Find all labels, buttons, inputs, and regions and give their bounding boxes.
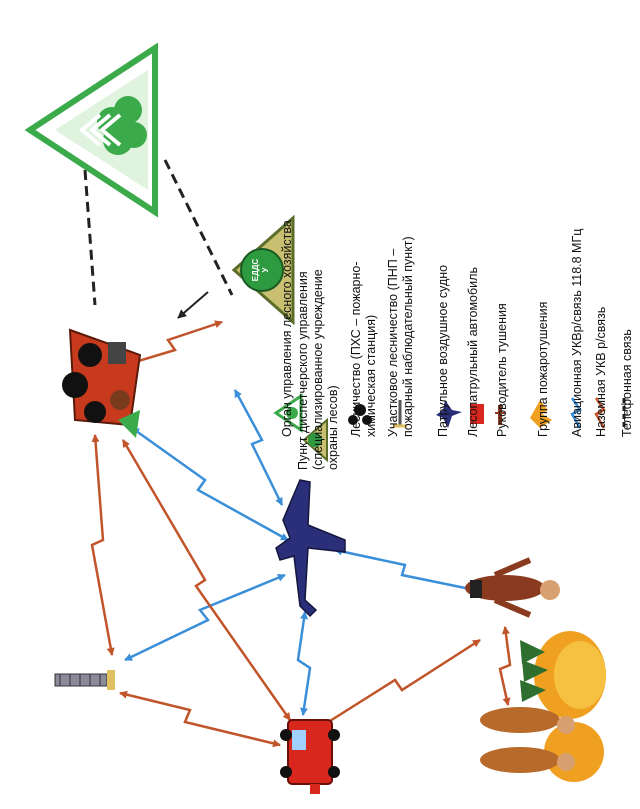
fire-truck-icon [470, 404, 484, 424]
legend-item-forestry-management [273, 393, 303, 433]
dispatch-badge-bottom: У [261, 266, 270, 272]
legend: Орган управления лесного хозяйства Пункт… [273, 220, 634, 470]
legend-text-5: Лесничество (ПХС – пожарно- [349, 261, 363, 437]
tree-triangle-icon [24, 42, 158, 218]
legend-text-11: Руководитель тушения [495, 303, 509, 437]
legend-text-12: Группа пожаротушения [536, 302, 550, 437]
dispatch-arrow [177, 291, 209, 319]
phone-link-forestry-to-dispatch [163, 159, 234, 296]
ground-link-station-tower [90, 434, 115, 656]
legend-item-air-radio [570, 397, 582, 429]
air-link-aircraft-fire-chief [334, 547, 476, 593]
legend-item-group [530, 400, 552, 428]
ground-link-chief-group [498, 626, 512, 706]
dispatch-triangle-icon: ЕДДС У [231, 214, 295, 326]
legend-text-1: Орган управления лесного хозяйства [280, 220, 294, 437]
legend-item-vehicle [470, 404, 484, 424]
tower-icon [54, 670, 115, 690]
ground-link-station-dispatch [124, 320, 223, 367]
air-link-station-aircraft [131, 426, 289, 542]
legend-text-6: химическая станция) [364, 315, 378, 437]
legend-text-13: Авиационная УКВр/связь 118.8 МГц [570, 229, 584, 437]
ground-link-tower-vehicle [119, 690, 281, 748]
legend-text-2: Пункт диспетчерского управления [296, 271, 310, 470]
ground-radio-links [90, 320, 512, 748]
fire-group-icon [480, 631, 606, 782]
fire-station-icon [354, 404, 366, 416]
dispatch-badge-top: ЕДДС [251, 259, 260, 282]
air-link-aircraft-vehicle [296, 611, 312, 716]
phone-links [83, 159, 234, 306]
fire-truck-icon [280, 719, 340, 794]
legend-item-dispatch [302, 417, 328, 463]
blue-lightning-icon [570, 397, 582, 429]
air-link-dispatch-aircraft [233, 389, 284, 506]
legend-item-tower [393, 400, 407, 428]
aircraft-icon [275, 479, 346, 618]
legend-text-8: пожарный наблюдательный пункт) [401, 236, 415, 437]
legend-text-14: Наземная УКВ р/связь [594, 307, 608, 437]
legend-text-15: Телефонная связь [620, 329, 634, 437]
legend-text-9: Патрульное воздушное судно [436, 265, 450, 437]
aircraft-icon [436, 400, 462, 428]
air-link-aircraft-tower [124, 573, 286, 662]
phone-link-forestry-to-station [83, 169, 97, 306]
legend-text-7: Участковое лесничество (ПНП – [386, 249, 400, 437]
fire-station-icon [62, 328, 142, 438]
legend-text-10: Лесопатрульный автомобиль [466, 267, 480, 437]
legend-item-forestry-station [348, 404, 372, 425]
firefighter-icon [465, 557, 560, 618]
ground-link-vehicle-fire-chief [321, 638, 481, 728]
orange-lightning-icon [594, 397, 606, 429]
legend-text-3: (специализированное учреждение [311, 269, 325, 470]
legend-text-4: охраны лесов) [326, 385, 340, 470]
fire-group-icon [530, 400, 552, 428]
legend-item-aircraft [436, 400, 462, 428]
legend-item-fire-chief [495, 405, 505, 425]
legend-item-ground-radio [594, 397, 606, 429]
ground-link-station-vehicle [121, 439, 292, 721]
